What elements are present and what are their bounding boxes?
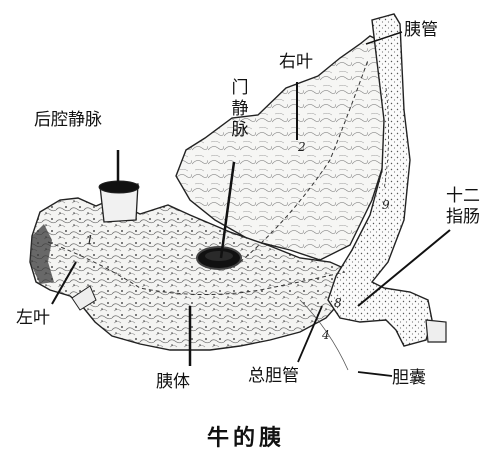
label-left-lobe: 左叶 [16,308,50,328]
internal-duct [47,241,346,296]
figure-caption: 牛的胰 [206,425,285,451]
leader-left-lobe [51,261,77,305]
label-pancreatic-duct: 胰管 [404,20,438,40]
leader-pancreatic-duct [365,31,403,45]
label-portal-vein: 门静脉 [231,78,249,140]
leader-duodenum [357,229,451,307]
svg-text:1: 1 [86,233,94,247]
label-caudal-vena-cava: 后腔静脉 [34,110,102,130]
label-common-bile-duct: 总胆管 [248,366,299,386]
leader-gallbladder [357,371,393,377]
duodenum-tube [327,13,433,347]
svg-text:4: 4 [321,328,330,342]
leader-portal-vein [219,161,236,259]
label-pancreas-body: 胰体 [156,372,190,392]
label-duodenum: 十二指肠 [446,186,480,227]
svg-text:9: 9 [382,198,390,212]
label-gallbladder: 胆囊 [392,368,426,388]
left-lobe-edge [30,224,54,284]
svg-text:2: 2 [297,140,306,154]
svg-text:8: 8 [334,296,342,310]
leader-common-bile-duct [297,305,323,363]
label-right-lobe: 右叶 [279,52,313,72]
